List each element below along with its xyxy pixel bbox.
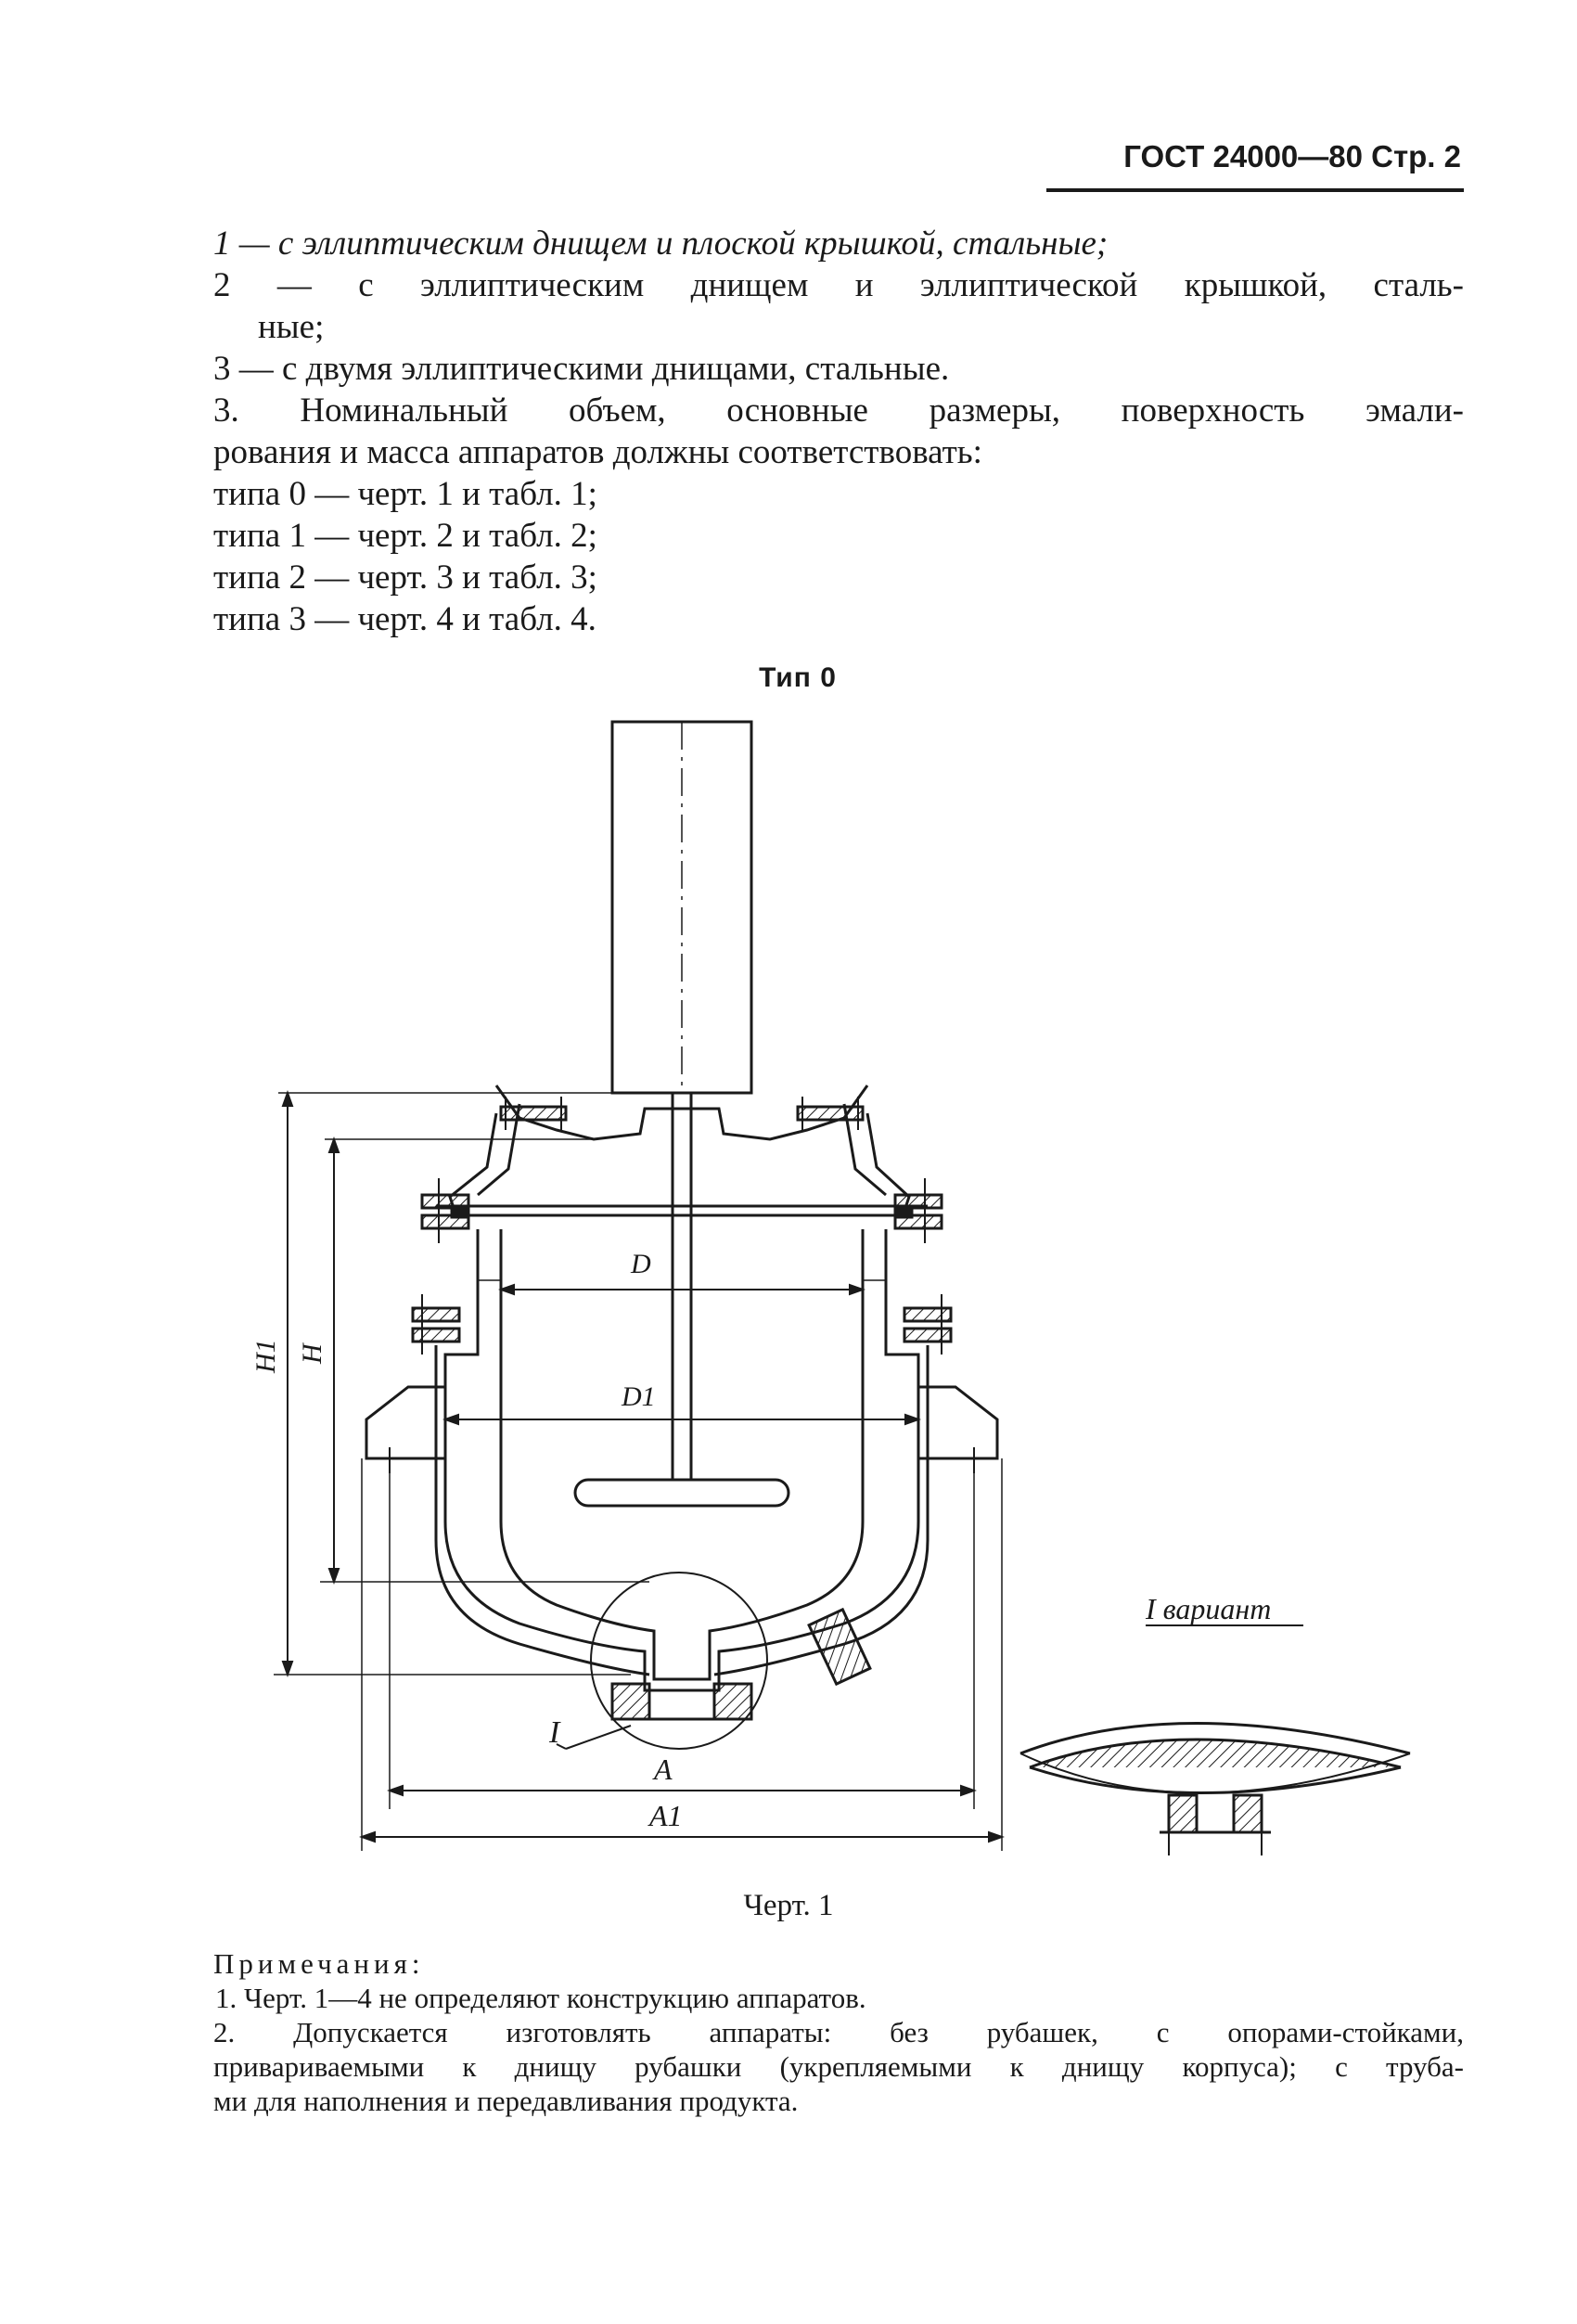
list-item-3: 3 — с двумя эллиптическими днищами, стал… <box>213 350 950 388</box>
paragraph-3: 3. Номинальный объем, основные размеры, … <box>213 392 1464 430</box>
body-text: 1 — с эллиптическим днищем и плоской кры… <box>213 223 1464 640</box>
support-lug-right <box>917 1385 999 1473</box>
label-A1: A1 <box>647 1799 683 1832</box>
note-1: 1. Черт. 1—4 не определяют конструкцию а… <box>215 1982 866 2014</box>
agitator-paddle <box>573 1478 790 1508</box>
label-detail-mark: I <box>548 1715 561 1750</box>
list-item-1: 1 — с эллиптическим днищем и плоской кры… <box>213 225 1109 263</box>
header-rule <box>1046 188 1464 192</box>
type-3-ref: типа 3 — черт. 4 и табл. 4. <box>213 600 596 638</box>
label-H: H <box>297 1342 327 1365</box>
notes-heading: Примечания: <box>213 1947 425 1980</box>
note-2: 2. Допускается изготовлять аппараты: без… <box>213 2016 1464 2048</box>
vessel-cover <box>448 1085 911 1212</box>
side-nozzle <box>807 1607 872 1687</box>
label-variant: I вариант <box>1145 1592 1271 1625</box>
support-lug-left <box>365 1385 447 1473</box>
top-nozzle-right <box>796 1097 865 1130</box>
vessel-shell <box>443 1229 920 1692</box>
type-0-ref: типа 0 — черт. 1 и табл. 1; <box>213 475 597 513</box>
label-H1: H1 <box>250 1339 281 1374</box>
type-2-ref: типа 2 — черт. 3 и табл. 3; <box>213 559 597 597</box>
list-item-2: 2 — с эллиптическим днищем и эллиптическ… <box>213 266 1464 304</box>
bottom-outlet <box>610 1682 753 1721</box>
figure-type-label: Тип 0 <box>759 662 837 693</box>
note-2-cont: привариваемыми к днищу рубашки (укрепляе… <box>213 2050 1464 2083</box>
paragraph-3-cont: рования и масса аппаратов должны соответ… <box>213 433 982 471</box>
notes-section: Примечания: 1. Черт. 1—4 не определяют к… <box>213 1946 1464 2118</box>
label-D1: D1 <box>621 1381 656 1412</box>
heating-jacket <box>411 1294 953 1676</box>
dimension-lines <box>274 1090 1005 1851</box>
label-D: D <box>630 1249 651 1279</box>
drive-housing <box>610 720 753 1095</box>
variant-detail <box>1019 1624 1411 1855</box>
figure-caption: Черт. 1 <box>743 1889 834 1922</box>
top-nozzle-left <box>499 1097 568 1130</box>
note-2-end: ми для наполнения и передавливания проду… <box>213 2085 799 2117</box>
label-A: A <box>652 1753 673 1786</box>
detail-circle <box>590 1572 768 1750</box>
body-flange <box>420 1178 943 1243</box>
agitator-shaft <box>671 1093 693 1480</box>
list-item-2-cont: ные; <box>258 308 325 346</box>
type-1-ref: типа 1 — черт. 2 и табл. 2; <box>213 517 597 555</box>
page-header: ГОСТ 24000—80 Стр. 2 <box>1123 139 1461 173</box>
